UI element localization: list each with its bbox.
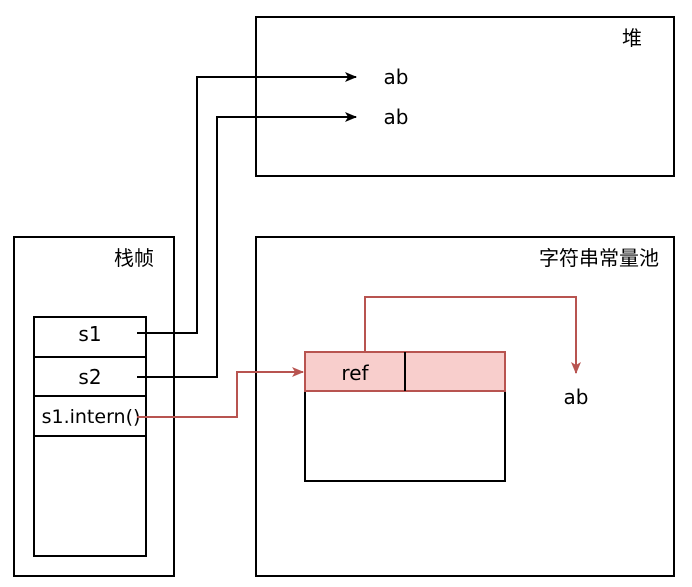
pool-entry-key: ref bbox=[341, 361, 369, 385]
heap-region: 堆 ab ab bbox=[255, 16, 675, 177]
heap-item-1: ab bbox=[384, 65, 409, 89]
heap-title: 堆 bbox=[622, 26, 642, 50]
string-pool-region: 字符串常量池 ref ab bbox=[255, 236, 675, 577]
arrow-s2-to-heap bbox=[137, 112, 357, 378]
arrow-intern-to-ref bbox=[137, 367, 304, 418]
heap-item-2: ab bbox=[384, 105, 409, 129]
stack-row-intern: s1.intern() bbox=[42, 406, 141, 428]
stack-frame-region: 栈帧 s1 s2 s1.intern() bbox=[13, 236, 175, 577]
stack-row-s2: s2 bbox=[78, 365, 101, 389]
arrow-ref-to-ab bbox=[364, 296, 581, 374]
stack-frame-title: 栈帧 bbox=[114, 246, 154, 270]
stack-row-s1: s1 bbox=[78, 322, 101, 346]
heap-box bbox=[255, 16, 675, 177]
connectors bbox=[137, 72, 581, 418]
pool-target-ab: ab bbox=[564, 385, 589, 409]
string-pool-title: 字符串常量池 bbox=[539, 246, 659, 270]
arrow-s1-to-heap bbox=[137, 72, 357, 334]
